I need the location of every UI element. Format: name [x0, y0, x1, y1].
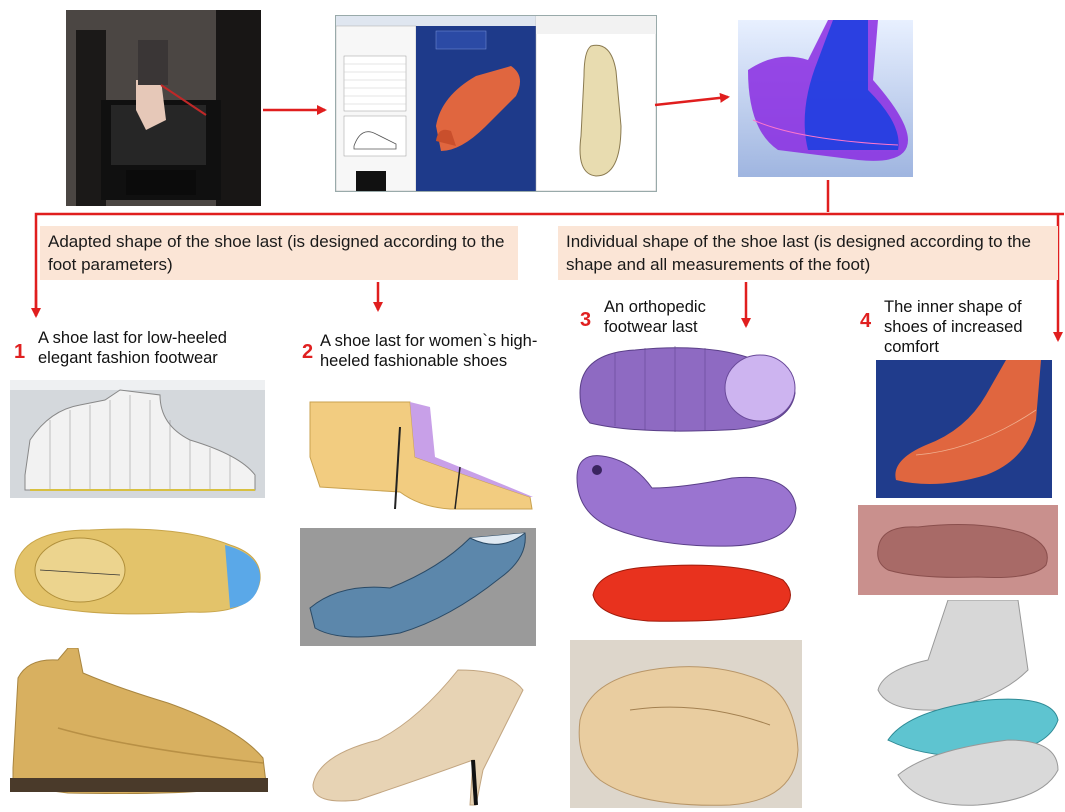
col3-ortho-photo	[570, 640, 802, 808]
banner-adapted-text: Adapted shape of the shoe last (is desig…	[48, 232, 504, 274]
category-1-number: 1	[14, 341, 25, 364]
col1-last-top-view	[10, 520, 265, 620]
col2-heel-last-photo	[308, 660, 534, 808]
banner-adapted: Adapted shape of the shoe last (is desig…	[40, 226, 518, 280]
banner-individual: Individual shape of the shoe last (is de…	[558, 226, 1058, 280]
col1-scan-render	[10, 380, 265, 498]
category-3-caption: An orthopedic footwear last	[604, 297, 724, 337]
col3-red-scan	[588, 555, 798, 627]
col4-insole-render	[868, 600, 1062, 808]
arrow-software-to-model	[655, 97, 728, 105]
category-3-number: 3	[580, 309, 591, 332]
col1-last-photo	[8, 648, 270, 806]
col4-insole-mold	[858, 505, 1058, 595]
col2-high-heel-render	[300, 397, 535, 512]
category-2-number: 2	[302, 341, 313, 364]
col4-foot-render	[876, 360, 1052, 498]
col3-ortho-last	[572, 448, 800, 553]
category-1-caption: A shoe last for low-heeled elegant fashi…	[38, 328, 278, 368]
col3-ortho-render	[575, 338, 800, 438]
banner-individual-text: Individual shape of the shoe last (is de…	[566, 232, 1031, 274]
col2-shoe-wireframe	[300, 528, 536, 646]
category-4-number: 4	[860, 310, 871, 333]
category-4-caption: The inner shape of shoes of increased co…	[884, 297, 1054, 357]
category-2-caption: A shoe last for women`s high-heeled fash…	[320, 331, 538, 371]
